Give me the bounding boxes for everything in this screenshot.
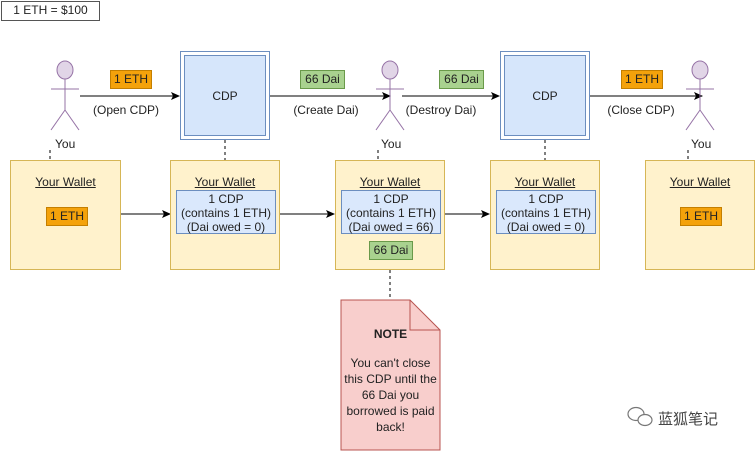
note-line: borrowed is paid bbox=[346, 404, 435, 418]
note-line: this CDP until the bbox=[344, 372, 437, 386]
wallet-box-1: Your Wallet 1 ETH bbox=[10, 160, 121, 270]
cdp-box-label: CDP bbox=[212, 88, 238, 103]
watermark-text: 蓝狐笔记 bbox=[658, 411, 719, 428]
wallet-title: Your Wallet bbox=[359, 175, 421, 189]
edge-label-close-cdp: (Close CDP) bbox=[603, 103, 679, 117]
edge-label-destroy-dai: (Destroy Dai) bbox=[401, 103, 481, 117]
stick-figure-icon bbox=[685, 60, 715, 131]
wallet-cdp-info: 1 CDP (contains 1 ETH) (Dai owed = 0) bbox=[496, 190, 596, 234]
stick-figure-icon bbox=[375, 60, 405, 131]
cdp-info-line: 1 CDP bbox=[208, 192, 244, 206]
edge-label-create-dai: (Create Dai) bbox=[288, 103, 364, 117]
exchange-rate-box: 1 ETH = $100 bbox=[1, 1, 100, 21]
wallet-eth-tag: 1 ETH bbox=[46, 207, 88, 226]
dai-in-tag: 66 Dai bbox=[439, 70, 484, 89]
cdp-info-line: (Dai owed = 0) bbox=[506, 220, 586, 234]
edge-label-open-cdp: (Open CDP) bbox=[88, 103, 164, 117]
note-shape bbox=[340, 299, 441, 451]
wallet-title: Your Wallet bbox=[514, 175, 576, 189]
wallet-title: Your Wallet bbox=[194, 175, 256, 189]
eth-in-tag: 1 ETH bbox=[110, 70, 152, 89]
note: NOTE You can't close this CDP until the … bbox=[341, 326, 440, 435]
cdp-info-line: 1 CDP bbox=[373, 192, 409, 206]
eth-out-tag: 1 ETH bbox=[621, 70, 663, 89]
note-line: back! bbox=[376, 420, 405, 434]
cdp-box: CDP bbox=[500, 51, 590, 140]
actor-label: You bbox=[381, 137, 402, 151]
cdp-info-line: (Dai owed = 0) bbox=[186, 220, 266, 234]
wallet-eth-tag: 1 ETH bbox=[680, 207, 722, 226]
wallet-box-4: Your Wallet 1 CDP (contains 1 ETH) (Dai … bbox=[490, 160, 600, 270]
wallet-dai-tag: 66 Dai bbox=[369, 241, 413, 260]
wallet-title: Your Wallet bbox=[35, 175, 96, 189]
wallet-box-2: Your Wallet 1 CDP (contains 1 ETH) (Dai … bbox=[170, 160, 280, 270]
note-line: You can't close bbox=[350, 356, 431, 370]
wallet-title: Your Wallet bbox=[669, 175, 731, 189]
cdp-box-label: CDP bbox=[532, 88, 558, 103]
actor-label: You bbox=[55, 137, 76, 151]
wallet-cdp-info: 1 CDP (contains 1 ETH) (Dai owed = 66) bbox=[341, 190, 441, 234]
cdp-box: CDP bbox=[180, 51, 270, 140]
cdp-info-line: (contains 1 ETH) bbox=[180, 206, 272, 220]
wallet-box-3: Your Wallet 1 CDP (contains 1 ETH) (Dai … bbox=[335, 160, 445, 270]
cdp-info-line: 1 CDP bbox=[528, 192, 564, 206]
cdp-info-line: (contains 1 ETH) bbox=[345, 206, 437, 220]
wallet-box-5: Your Wallet 1 ETH bbox=[645, 160, 755, 270]
wechat-icon bbox=[627, 406, 653, 427]
stick-figure-icon bbox=[50, 60, 80, 131]
actor-label: You bbox=[691, 137, 712, 151]
dai-out-tag: 66 Dai bbox=[300, 70, 345, 89]
cdp-info-line: (Dai owed = 66) bbox=[348, 220, 434, 234]
note-line: 66 Dai you bbox=[361, 388, 420, 402]
cdp-info-line: (contains 1 ETH) bbox=[500, 206, 592, 220]
wallet-cdp-info: 1 CDP (contains 1 ETH) (Dai owed = 0) bbox=[176, 190, 276, 234]
note-title: NOTE bbox=[373, 327, 408, 341]
